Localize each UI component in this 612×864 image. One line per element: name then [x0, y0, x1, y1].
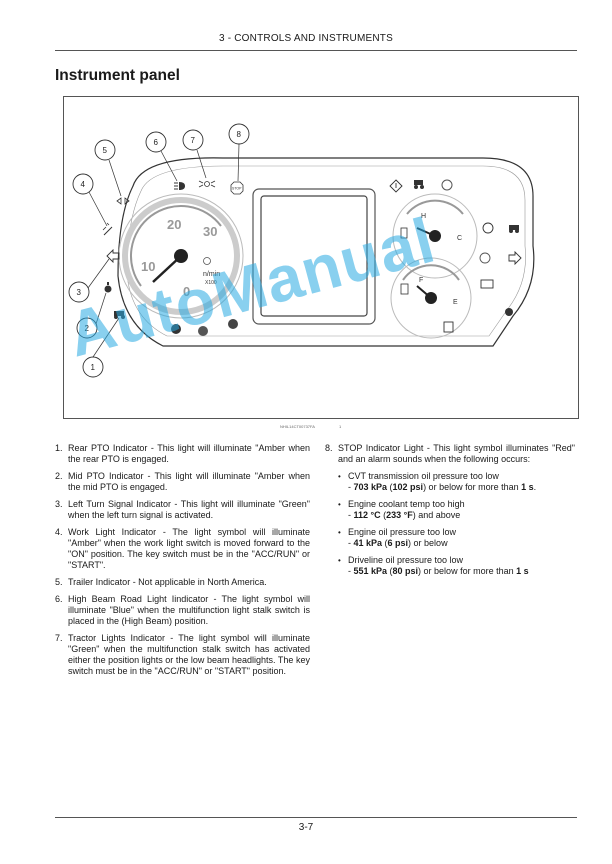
svg-text:6: 6 — [154, 138, 159, 147]
stop-condition: • Engine oil pressure too low- 41 kPa (6… — [338, 527, 457, 548]
svg-text:4: 4 — [81, 180, 86, 189]
figure-reference: NHIL14CT00737FA — [280, 424, 315, 429]
right-turn-signal-icon — [508, 250, 522, 266]
section-title: Instrument panel — [55, 67, 180, 84]
fuel-gauge: F E — [390, 257, 472, 339]
callout-4: 4 — [72, 173, 94, 195]
rear-pto-icon — [114, 311, 125, 319]
callout-2: 2 — [76, 317, 98, 339]
svg-text:1: 1 — [91, 363, 96, 372]
battery-icon — [480, 279, 494, 289]
instrument-panel-figure: 20 30 10 0 n/min X100 H C F E — [68, 123, 535, 378]
fuel-drop-icon — [203, 257, 211, 265]
air-filter-icon — [505, 308, 513, 316]
svg-text:3: 3 — [77, 288, 82, 297]
tractor-icon-right — [509, 225, 519, 233]
engine-warning-icon — [482, 222, 494, 234]
brake-warning-icon — [441, 179, 453, 191]
list-item: 2.Mid PTO Indicator - This light will il… — [55, 471, 310, 492]
stop-condition: • Driveline oil pressure too low- 551 kP… — [338, 555, 529, 576]
callout-5: 5 — [94, 139, 116, 161]
temp-gauge: H C — [392, 193, 478, 279]
tractor-icon-top — [414, 180, 424, 189]
page-header-title: 3 - CONTROLS AND INSTRUMENTS — [219, 33, 393, 44]
list-item: 1.Rear PTO Indicator - This light will i… — [55, 443, 310, 464]
position-lights-icon — [198, 180, 216, 188]
stop-indicator-icon: STOP — [230, 181, 244, 195]
indicator-list-left: 1.Rear PTO Indicator - This light will i… — [55, 443, 310, 683]
tach-multiplier: X100 — [205, 280, 217, 286]
trailer-turn-arrows-icon — [116, 197, 130, 205]
fuel-empty-label: E — [453, 299, 458, 306]
callout-8: 8 — [228, 123, 250, 145]
tach-unit: n/min — [203, 271, 220, 278]
fuel-pump-icon — [400, 283, 409, 295]
coolant-temp-icon — [400, 227, 408, 239]
page-number: 3-7 — [298, 822, 314, 833]
svg-text:2: 2 — [85, 324, 90, 333]
list-item: 7.Tractor Lights Indicator - The light s… — [55, 633, 310, 676]
list-item: 3.Left Turn Signal Indicator - This ligh… — [55, 499, 310, 520]
warning-lamp-2-icon — [198, 326, 208, 336]
header-divider — [55, 50, 577, 51]
warning-lamp-3-icon — [228, 319, 238, 329]
svg-text:5: 5 — [103, 146, 108, 155]
stop-condition: • CVT transmission oil pressure too low-… — [338, 471, 537, 492]
svg-text:STOP: STOP — [232, 187, 242, 191]
high-beam-icon — [174, 182, 185, 190]
tach-label-30: 30 — [203, 224, 217, 239]
mid-pto-icon — [104, 282, 112, 293]
figure-frame — [63, 96, 579, 419]
cluster-outline — [117, 157, 535, 347]
footer-divider — [55, 817, 577, 818]
list-item: 6.High Beam Road Light Iindicator - The … — [55, 594, 310, 626]
figure-reference-number: 1 — [339, 424, 342, 429]
stop-condition: • Engine coolant temp too high- 112 °C (… — [338, 499, 465, 520]
callout-3: 3 — [68, 281, 90, 303]
tachometer: 20 30 10 0 n/min X100 — [118, 193, 244, 319]
svg-text:7: 7 — [191, 136, 196, 145]
stop-conditions-list: • CVT transmission oil pressure too low-… — [338, 471, 575, 577]
center-display-screen — [260, 195, 368, 317]
warning-lamp-1-icon — [171, 324, 181, 334]
glow-plug-icon — [479, 252, 491, 264]
callout-6: 6 — [145, 131, 167, 153]
left-turn-signal-icon — [106, 248, 120, 264]
temp-hot-label: H — [421, 213, 426, 220]
callout-7: 7 — [182, 129, 204, 151]
list-item: 4.Work Light Indicator - The light symbo… — [55, 527, 310, 570]
fuel-filter-icon — [443, 321, 454, 333]
list-item-stop-indicator: 8. STOP Indicator Light - This light sym… — [325, 443, 575, 464]
tach-label-20: 20 — [167, 217, 181, 232]
callout-1: 1 — [82, 356, 104, 378]
svg-text:8: 8 — [237, 130, 242, 139]
list-item: 5.Trailer Indicator - Not applicable in … — [55, 577, 267, 587]
tach-label-10: 10 — [141, 259, 155, 274]
tach-hub — [174, 249, 188, 263]
tach-label-0: 0 — [183, 284, 190, 299]
temp-cold-label: C — [457, 235, 462, 242]
fuel-full-label: F — [419, 277, 423, 284]
transmission-warning-icon — [389, 179, 403, 193]
work-light-icon — [102, 222, 113, 236]
indicator-list-right: 8. STOP Indicator Light - This light sym… — [325, 443, 575, 583]
